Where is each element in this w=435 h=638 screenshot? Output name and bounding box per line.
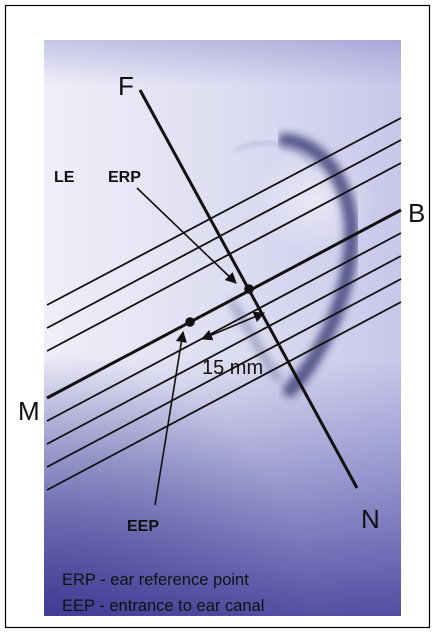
label-m: M [18,396,40,426]
label-le: LE [54,169,75,186]
parallel-line [46,162,402,352]
parallel-lines [46,117,402,491]
parallel-line [46,117,402,306]
legend-item-eep: EEP - entrance to ear canal [62,597,264,615]
label-f: F [118,71,134,101]
label-n: N [361,504,380,534]
label-eep: EEP [127,518,159,535]
legend: ERP - ear reference point EEP - entrance… [62,571,264,615]
eep-arrow [154,330,187,506]
ear-outline-shadow [226,133,359,397]
distance-arrow [200,311,266,341]
eep-point [185,317,195,327]
distance-label: 15 mm [202,357,263,379]
pointer-arrows [136,187,266,506]
parallel-line [46,278,402,468]
legend-item-erp: ERP - ear reference point [62,571,249,589]
line-m-b [46,208,402,400]
parallel-line [46,301,402,491]
label-erp: ERP [108,169,141,186]
parallel-line [46,139,402,329]
erp-point [244,284,254,294]
parallel-line [46,255,402,445]
label-b: B [408,198,425,228]
erp-arrow [136,187,237,284]
